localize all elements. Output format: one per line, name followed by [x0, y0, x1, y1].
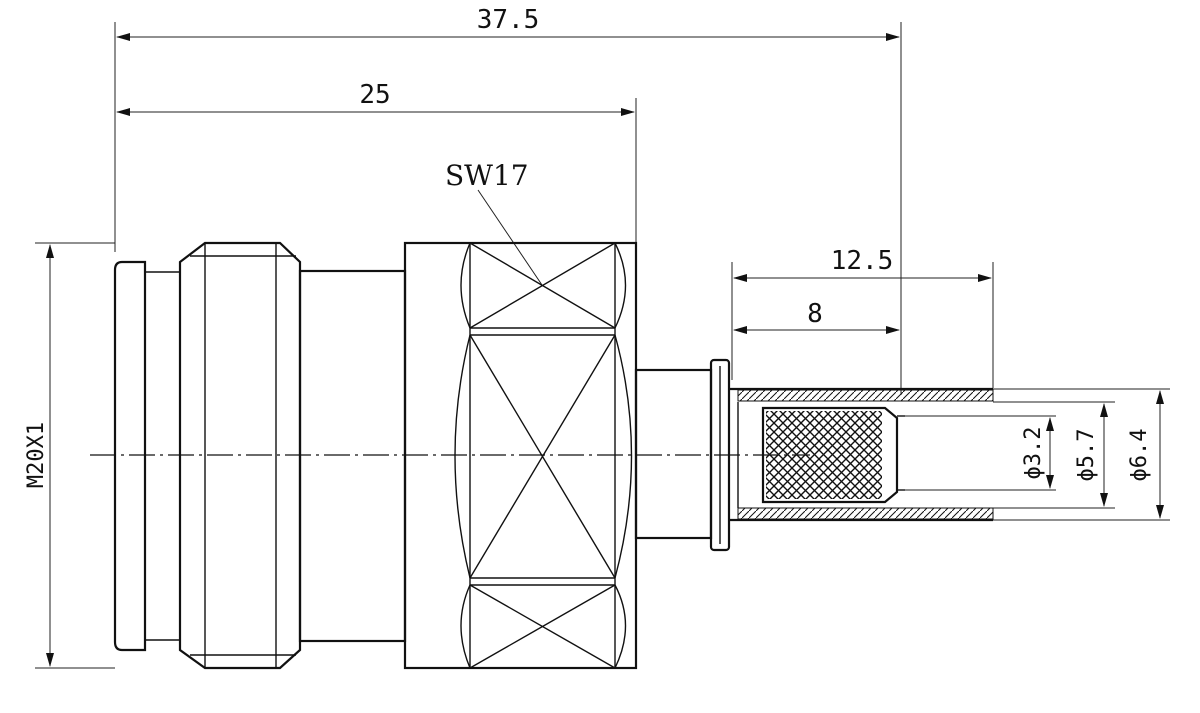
dim-label-overall: 37.5: [477, 5, 540, 35]
neck: [298, 269, 407, 643]
dimension-nut-length: 25: [116, 80, 635, 116]
dimension-dia-insulator: ϕ5.7: [1074, 403, 1108, 507]
rear-body: [634, 368, 713, 540]
dim-label-dia-ferrule: ϕ6.4: [1127, 429, 1152, 482]
wrench-size-label: SW17: [445, 159, 529, 192]
insulator: [761, 406, 899, 504]
dim-label-ferrule: 8: [807, 299, 823, 329]
front-lip: [113, 260, 181, 652]
extension-lines: [35, 22, 1170, 669]
center-pin: [897, 415, 905, 491]
dim-label-nut: 25: [359, 80, 390, 110]
dim-label-thread: M20X1: [24, 422, 49, 488]
coupling-ring: [178, 241, 302, 670]
dimension-dia-ferrule: ϕ6.4: [1127, 390, 1164, 519]
dimension-dia-pin: ϕ3.2: [1021, 417, 1054, 489]
crimp-ferrule: [729, 387, 994, 522]
dimension-overall-length: 37.5: [116, 5, 900, 41]
dim-label-dia-insulator: ϕ5.7: [1074, 429, 1099, 482]
dim-label-crimp: 12.5: [831, 246, 894, 276]
dimension-ferrule-length: 8: [733, 299, 900, 334]
dimension-thread: M20X1: [24, 244, 54, 667]
wrench-size-callout: SW17: [445, 159, 543, 286]
dim-label-dia-pin: ϕ3.2: [1021, 427, 1046, 480]
dimension-crimp-length: 12.5: [733, 246, 992, 282]
